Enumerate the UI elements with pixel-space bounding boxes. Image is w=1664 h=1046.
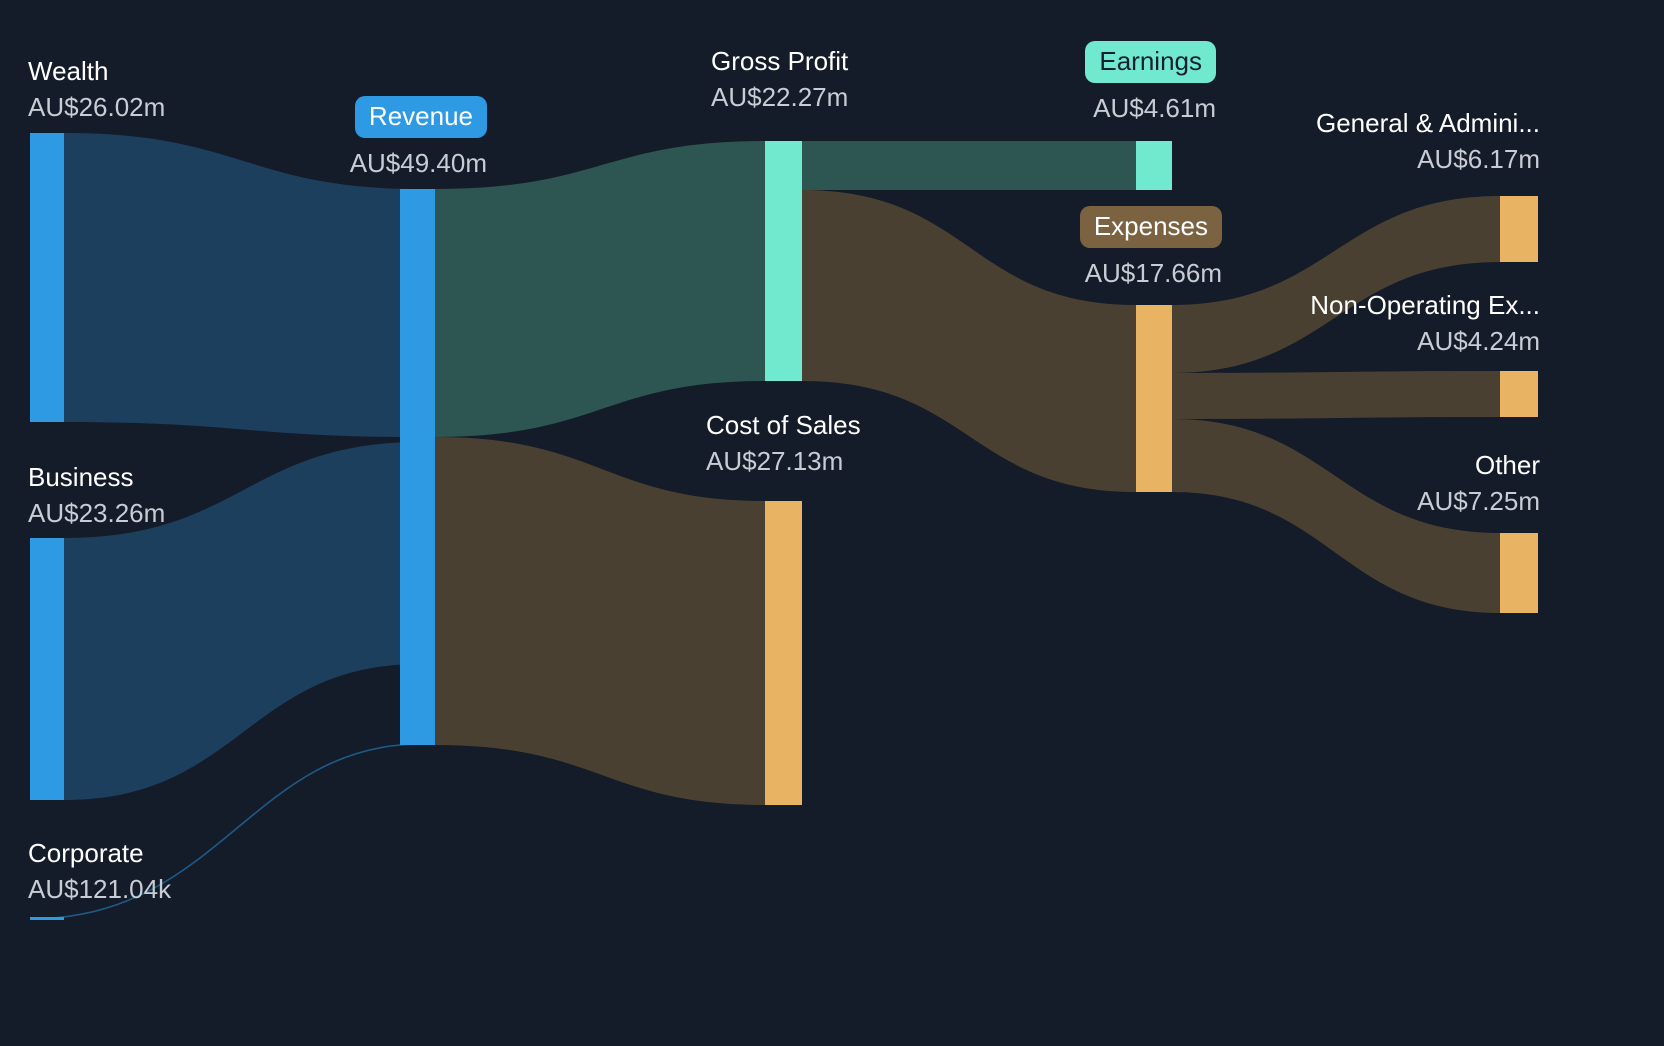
link-business-to-revenue[interactable] bbox=[64, 442, 420, 800]
label-corporate-name: Corporate bbox=[28, 838, 144, 868]
label-expenses-value: AU$17.66m bbox=[1084, 258, 1222, 288]
badge-revenue[interactable]: Revenue bbox=[354, 96, 487, 138]
sankey-nodes bbox=[30, 133, 1538, 920]
node-bar-non-operating[interactable] bbox=[1500, 371, 1538, 417]
label-revenue-value: AU$49.40m bbox=[349, 148, 487, 178]
label-wealth-name: Wealth bbox=[28, 56, 109, 86]
node-bar-expenses[interactable] bbox=[1136, 305, 1172, 492]
node-bar-business[interactable] bbox=[30, 538, 64, 800]
label-business-name: Business bbox=[28, 462, 134, 492]
link-expenses-to-non-operating[interactable] bbox=[1172, 371, 1500, 419]
label-earnings-value: AU$4.61m bbox=[1093, 93, 1216, 123]
node-bar-general-admin[interactable] bbox=[1500, 196, 1538, 262]
label-expenses[interactable]: Expenses AU$17.66m bbox=[820, 206, 1222, 286]
label-non-operating-value: AU$4.24m bbox=[1417, 326, 1540, 356]
sankey-links bbox=[29, 133, 1500, 920]
label-cost-of-sales[interactable]: Cost of Sales AU$27.13m bbox=[706, 412, 861, 474]
link-wealth-to-revenue[interactable] bbox=[64, 133, 420, 437]
label-non-operating-name: Non-Operating Ex... bbox=[1310, 290, 1540, 320]
node-bar-wealth[interactable] bbox=[30, 133, 64, 422]
label-cost-of-sales-value: AU$27.13m bbox=[706, 446, 844, 476]
label-gross-profit-value: AU$22.27m bbox=[711, 82, 849, 112]
label-gross-profit[interactable]: Gross Profit AU$22.27m bbox=[711, 48, 848, 110]
link-revenue-to-cost-of-sales[interactable] bbox=[435, 437, 765, 805]
link-gross-profit-to-earnings[interactable] bbox=[802, 141, 1136, 190]
label-corporate[interactable]: Corporate AU$121.04k bbox=[28, 840, 171, 902]
link-revenue-to-gross-profit[interactable] bbox=[435, 141, 765, 437]
label-gross-profit-name: Gross Profit bbox=[711, 46, 849, 76]
label-general-admin-value: AU$6.17m bbox=[1417, 144, 1540, 174]
label-business-value: AU$23.26m bbox=[28, 498, 166, 528]
badge-expenses[interactable]: Expenses bbox=[1079, 206, 1222, 248]
node-bar-other[interactable] bbox=[1500, 533, 1538, 613]
link-gross-profit-to-expenses[interactable] bbox=[802, 190, 1136, 492]
node-bar-corporate[interactable] bbox=[30, 917, 64, 920]
label-cost-of-sales-name: Cost of Sales bbox=[706, 410, 861, 440]
label-other-value: AU$7.25m bbox=[1417, 486, 1540, 516]
label-other-name: Other bbox=[1474, 450, 1540, 480]
node-bar-cost-of-sales[interactable] bbox=[765, 501, 802, 805]
label-wealth-value: AU$26.02m bbox=[28, 92, 166, 122]
node-bar-revenue[interactable] bbox=[400, 189, 435, 745]
label-general-admin[interactable]: General & Admini... AU$6.17m bbox=[1140, 110, 1540, 172]
label-corporate-value: AU$121.04k bbox=[28, 874, 172, 904]
link-corporate-to-revenue[interactable] bbox=[29, 743, 421, 920]
badge-earnings[interactable]: Earnings bbox=[1085, 41, 1216, 83]
label-other[interactable]: Other AU$7.25m bbox=[1140, 452, 1540, 514]
label-revenue[interactable]: Revenue AU$49.40m bbox=[0, 96, 487, 176]
link-expenses-to-other[interactable] bbox=[1172, 419, 1500, 613]
link-expenses-to-general-admin[interactable] bbox=[1172, 196, 1500, 373]
label-business[interactable]: Business AU$23.26m bbox=[28, 464, 165, 526]
label-earnings[interactable]: Earnings AU$4.61m bbox=[820, 41, 1216, 121]
node-bar-earnings[interactable] bbox=[1136, 141, 1172, 190]
label-general-admin-name: General & Admini... bbox=[1316, 108, 1540, 138]
node-bar-gross-profit[interactable] bbox=[765, 141, 802, 381]
label-wealth[interactable]: Wealth AU$26.02m bbox=[28, 58, 165, 120]
label-non-operating[interactable]: Non-Operating Ex... AU$4.24m bbox=[1140, 292, 1540, 354]
